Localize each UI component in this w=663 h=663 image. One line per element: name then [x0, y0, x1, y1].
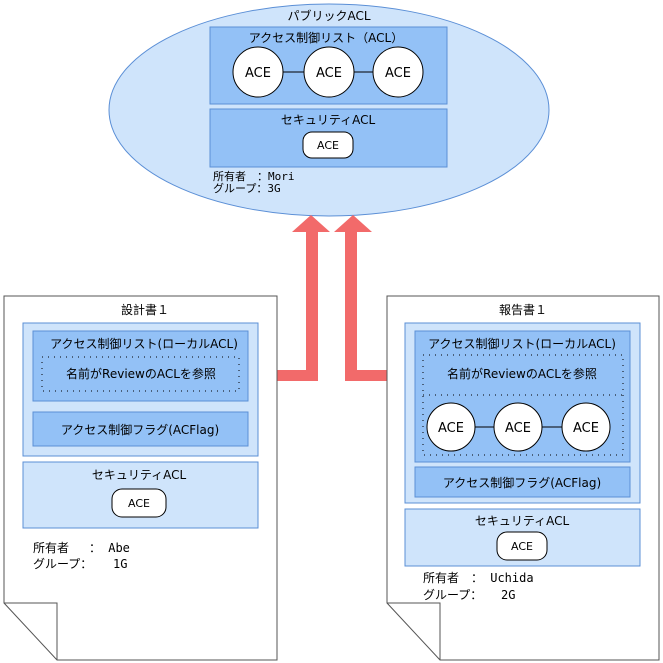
report-ace-node-2: [493, 402, 543, 452]
design-reference-text: 名前がReviewのACLを参照: [66, 366, 216, 381]
report-security-ace: [496, 531, 548, 561]
design-owner-label: 所有者: [33, 541, 69, 555]
design-security-title: セキュリティACL: [92, 468, 187, 482]
public-ace-label-2: ACE: [316, 66, 342, 81]
design-security-ace: [111, 488, 167, 518]
public-ace-label-3: ACE: [385, 66, 411, 81]
design-flag-box: [32, 411, 249, 447]
public-security-ace-label: ACE: [317, 139, 339, 152]
public-acl-group: パブリックACL アクセス制御リスト（ACL） ACE ACE ACE セキュリ…: [108, 3, 550, 217]
design-owner-value: ： Abe: [89, 541, 130, 555]
report-doc-title: 報告書１: [499, 303, 547, 317]
report-document: 報告書１ アクセス制御リスト(ローカルACL) 名前がReviewのACLを参照…: [386, 295, 660, 661]
public-ace-node-1: [232, 46, 284, 98]
public-ace-node-3: [372, 46, 424, 98]
design-group-label: グループ：: [33, 557, 92, 571]
design-group-value: 1G: [113, 557, 127, 571]
report-owner-label: 所有者: [423, 571, 459, 585]
report-ace-node-1: [426, 402, 476, 452]
report-security-title: セキュリティACL: [475, 514, 570, 528]
report-flag-label: アクセス制御フラグ(ACFlag): [443, 475, 601, 490]
report-doc-fold: [387, 602, 441, 660]
report-group-value: 2G: [501, 588, 515, 602]
public-security-title: セキュリティACL: [281, 113, 376, 127]
report-ace-node-3: [561, 402, 611, 452]
public-owner-line: 所有者 ：Mori: [213, 169, 295, 183]
public-access-list-title: アクセス制御リスト（ACL）: [249, 30, 403, 45]
reference-arrows: [242, 215, 420, 381]
design-flag-label: アクセス制御フラグ(ACFlag): [61, 422, 219, 437]
report-reference-text: 名前がReviewのACLを参照: [447, 366, 597, 381]
design-document: 設計書１ アクセス制御リスト(ローカルACL) 名前がReviewのACLを参照…: [3, 295, 278, 661]
report-group-label: グループ：: [423, 588, 482, 602]
public-acl-title: パブリックACL: [287, 8, 370, 23]
public-security-ace: [302, 131, 354, 159]
design-reference-box: [41, 356, 240, 392]
arrow-from-report: [334, 215, 420, 381]
design-security-ace-label: ACE: [128, 497, 150, 510]
report-owner-value: ： Uchida: [471, 571, 534, 585]
design-local-acl-title: アクセス制御リスト(ローカルACL): [50, 336, 238, 351]
design-doc-fold: [4, 602, 58, 660]
report-security-ace-label: ACE: [511, 540, 533, 553]
report-flag-box: [414, 466, 631, 498]
report-ace-label-2: ACE: [505, 421, 531, 436]
report-ace-label-3: ACE: [573, 421, 599, 436]
public-ace-label-1: ACE: [245, 66, 271, 81]
arrow-from-design: [242, 215, 330, 381]
public-ace-node-2: [303, 46, 355, 98]
design-doc-title: 設計書１: [121, 302, 169, 317]
report-local-acl-title: アクセス制御リスト(ローカルACL): [428, 336, 616, 351]
public-group-line: グループ：3G: [213, 181, 281, 195]
design-local-acl-box: [32, 330, 249, 402]
report-ace-label-1: ACE: [438, 421, 464, 436]
